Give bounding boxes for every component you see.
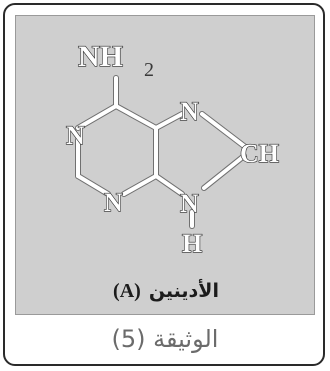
figure-caption: الأدينين (A) [16,274,316,308]
atom-n-bottom-right: N [180,189,199,218]
adenine-structure: NH 2 N N N N CH H [65,39,279,258]
document-label: الوثيقة (5) [111,325,219,353]
amino-group-label: NH [78,40,123,73]
atom-n-left: N [66,121,85,150]
atom-ch: CH [240,139,279,168]
caption-symbol: (A) [113,279,141,302]
caption-name: الأدينين [148,280,219,302]
bonds [76,76,246,228]
atom-h-bottom: H [182,229,202,258]
atom-n-top-right: N [180,97,199,126]
amino-subscript: 2 [144,59,154,81]
figure-panel: NH 2 N N N N CH H الأدينين (A) [15,15,315,315]
atom-n-bottom: N [104,188,123,217]
bond-shadows [75,75,247,229]
document-frame: NH 2 N N N N CH H الأدينين (A) الوثيقة (… [3,3,325,366]
